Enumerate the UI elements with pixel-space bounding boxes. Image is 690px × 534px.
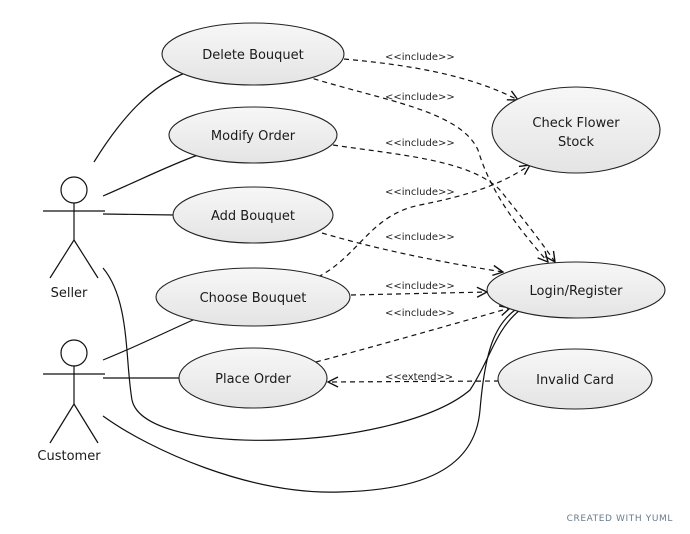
extend-invalid-card-to-place-order — [328, 381, 500, 382]
include-label-place-login: <<include>> — [385, 308, 455, 319]
include-label-delete-check: <<include>> — [385, 52, 455, 63]
actor-label-customer: Customer — [37, 449, 101, 464]
actor-label-seller: Seller — [51, 286, 88, 301]
include-place-order-to-login — [315, 308, 510, 363]
relation-labels: <<include>> <<include>> <<include>> <<in… — [385, 52, 455, 383]
use-case-label: Place Order — [215, 372, 291, 387]
use-case-label-line2: Stock — [558, 135, 594, 150]
include-choose-to-check-stock — [317, 165, 530, 278]
use-case-login-register[interactable]: Login/Register — [486, 261, 666, 319]
use-case-label: Add Bouquet — [211, 209, 295, 224]
extend-label-invalid-place: <<extend>> — [385, 372, 453, 383]
use-case-label-line1: Check Flower — [532, 116, 620, 131]
actor-customer[interactable]: Customer — [37, 339, 105, 464]
use-case-choose-bouquet[interactable]: Choose Bouquet — [155, 267, 351, 327]
assoc-customer-choose-bouquet — [102, 319, 194, 361]
use-case-label: Login/Register — [530, 284, 624, 299]
assoc-seller-modify-order — [102, 154, 199, 197]
include-modify-to-login — [332, 144, 555, 262]
actor-seller[interactable]: Seller — [43, 176, 105, 301]
use-case-label: Invalid Card — [536, 373, 614, 388]
use-case-label: Modify Order — [211, 129, 296, 144]
include-add-to-login — [321, 232, 503, 272]
yuml-credit: CREATED WITH YUML — [567, 514, 673, 524]
use-case-label: Choose Bouquet — [200, 291, 307, 306]
use-case-check-flower-stock[interactable]: Check Flower Stock — [491, 86, 661, 174]
assoc-seller-delete-bouquet — [93, 71, 189, 163]
use-case-invalid-card[interactable]: Invalid Card — [497, 348, 653, 410]
include-label-choose-check: <<include>> — [385, 187, 455, 198]
use-case-label: Delete Bouquet — [202, 48, 304, 63]
include-label-add-login: <<include>> — [385, 232, 455, 243]
associations — [93, 71, 521, 493]
include-delete-to-login — [304, 75, 548, 262]
stick-figure-icon — [43, 176, 105, 279]
assoc-seller-add-bouquet — [102, 213, 176, 216]
include-choose-to-login — [350, 292, 487, 295]
include-label-modify-login: <<include>> — [385, 138, 455, 149]
use-case-place-order[interactable]: Place Order — [178, 347, 328, 409]
dependencies — [304, 58, 555, 382]
assoc-seller-login-register — [102, 267, 521, 441]
include-label-delete-login: <<include>> — [385, 92, 455, 103]
include-label-choose-login: <<include>> — [385, 281, 455, 292]
use-case-modify-order[interactable]: Modify Order — [168, 106, 338, 164]
use-case-add-bouquet[interactable]: Add Bouquet — [172, 186, 334, 244]
use-case-delete-bouquet[interactable]: Delete Bouquet — [161, 22, 345, 86]
include-delete-to-check-stock — [343, 58, 518, 100]
assoc-customer-login-register — [102, 309, 516, 493]
stick-figure-icon — [43, 339, 105, 444]
